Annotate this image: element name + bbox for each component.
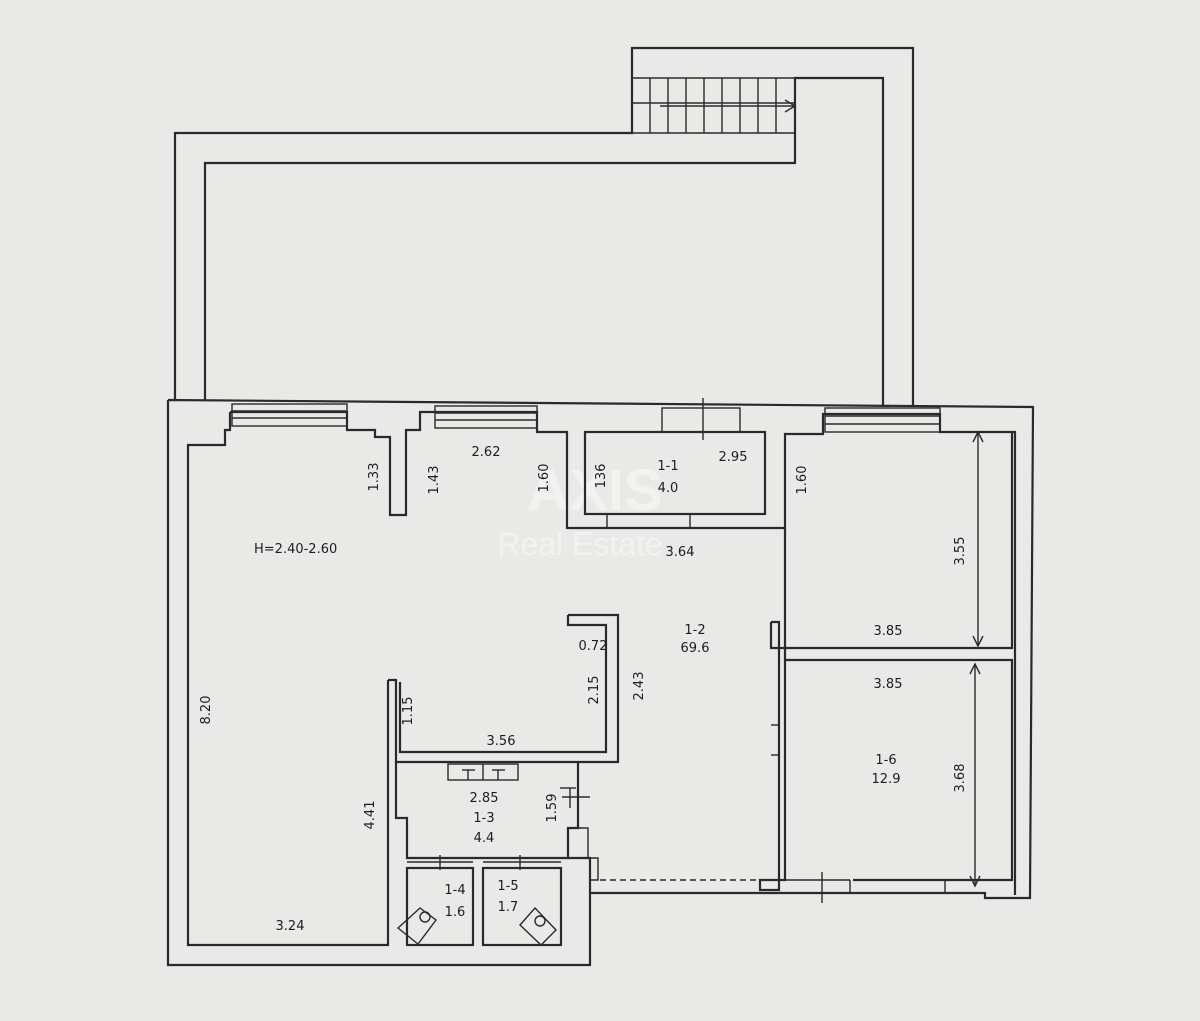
room-1-1-id: 1-1	[657, 459, 678, 474]
room-1-2-id: 1-2	[684, 623, 705, 638]
room-1-6-area: 12.9	[872, 772, 901, 787]
dim-label: 1.59	[545, 794, 560, 823]
dimension-lines	[969, 430, 984, 888]
room-1-6-id: 1-6	[875, 753, 896, 768]
ceiling-height-label: H=2.40-2.60	[254, 542, 337, 557]
closet-walls	[583, 398, 767, 528]
dim-label: 0.72	[579, 639, 608, 654]
room-1-3-area: 4.4	[474, 831, 495, 846]
dim-label: 8.20	[199, 696, 214, 725]
room-1-5-area: 1.7	[498, 900, 519, 915]
dim-label: 3.56	[487, 734, 516, 749]
dim-label: 1.15	[401, 697, 416, 726]
dim-label: 3.24	[276, 919, 305, 934]
toilet-icon	[396, 907, 437, 945]
dim-label: 2.43	[632, 672, 647, 701]
staircase	[632, 77, 797, 134]
room-1-1-area: 4.0	[658, 481, 679, 496]
dim-label: 1.60	[795, 466, 810, 495]
dim-label: 2.85	[470, 791, 499, 806]
room-1-4-area: 1.6	[445, 905, 466, 920]
dim-label: 2.15	[587, 676, 602, 705]
dim-label: 2.62	[472, 445, 501, 460]
watermark-sub: Real Estate	[497, 526, 662, 562]
bathroom-walls	[394, 762, 599, 893]
dim-label: 3.55	[953, 537, 968, 566]
room-1-3-id: 1-3	[473, 811, 494, 826]
room-1-4-id: 1-4	[444, 883, 465, 898]
toilet-icon	[519, 906, 557, 946]
terrace-walls	[173, 46, 915, 407]
dim-label: 2.95	[719, 450, 748, 465]
dim-label: 3.64	[666, 545, 695, 560]
room-1-2-area: 69.6	[681, 641, 710, 656]
right-rooms-walls	[758, 432, 1014, 903]
dim-label: 3.68	[953, 764, 968, 793]
dim-label: 136	[594, 464, 609, 489]
dim-label: 4.41	[363, 801, 378, 830]
dim-label: 3.85	[874, 624, 903, 639]
dim-label: 1.33	[367, 463, 382, 492]
dim-label: 1.60	[537, 464, 552, 493]
room-1-5-id: 1-5	[497, 879, 518, 894]
entrance-line	[600, 879, 770, 894]
watermark-brand: AXIS	[527, 458, 662, 523]
niche-walls	[388, 613, 620, 764]
windows	[231, 403, 941, 433]
wc-walls	[405, 855, 563, 947]
dim-label: 3.85	[874, 677, 903, 692]
dim-label: 1.43	[427, 466, 442, 495]
